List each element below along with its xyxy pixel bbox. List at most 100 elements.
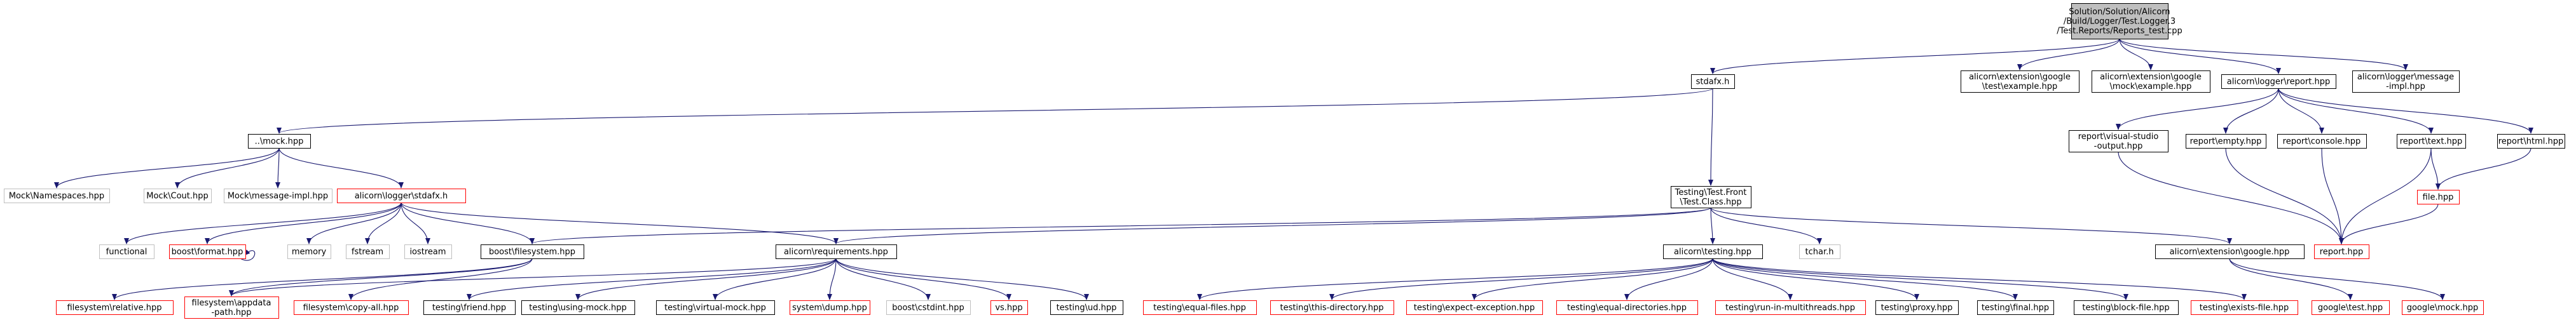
node-t-exists-file[interactable]: testing\exists-file.hpp: [2191, 300, 2298, 315]
node-t-using-mock[interactable]: testing\using-mock.hpp: [521, 300, 635, 315]
node-logger-report[interactable]: alicorn\logger\report.hpp: [2221, 74, 2336, 89]
node-label: testing\expect-exception.hpp: [1414, 303, 1535, 313]
node-label: google\mock.hpp: [2407, 303, 2479, 313]
edge-testing-to-t-block-file: [1712, 258, 2128, 300]
node-label: \test\example.hpp: [1982, 82, 2058, 91]
node-mock-message-impl[interactable]: Mock\message-impl.hpp: [224, 189, 332, 203]
node-box: [481, 244, 584, 259]
node-box: [56, 300, 174, 315]
node-google-test-example[interactable]: alicorn\extension\google\test\example.hp…: [1961, 70, 2079, 93]
node-t-final[interactable]: testing\final.hpp: [1977, 300, 2054, 315]
node-box: [2074, 300, 2179, 315]
node-memory[interactable]: memory: [287, 244, 331, 259]
node-ext-google[interactable]: alicorn\extension\google.hpp: [2155, 244, 2305, 259]
node-label: testing\equal-files.hpp: [1153, 303, 1246, 313]
node-report-text[interactable]: report\text.hpp: [2397, 134, 2466, 149]
node-label: file.hpp: [2423, 193, 2454, 203]
node-root[interactable]: Solution/Solution/Alicorn/Build/Logger/T…: [2057, 3, 2182, 39]
edge-mock-to-mock-message-impl: [275, 147, 281, 189]
node-label: testing\run-in-multithreads.hpp: [1725, 303, 1855, 313]
node-logger-stdafx[interactable]: alicorn\logger\stdafx.h: [337, 189, 466, 203]
edges-layer: [54, 38, 2533, 300]
node-report-hpp[interactable]: report.hpp: [2314, 244, 2369, 259]
node-box: [2417, 190, 2460, 204]
node-logger-message-impl[interactable]: alicorn\logger\message-impl.hpp: [2352, 70, 2460, 93]
node-label: /Build/Logger/Test.Logger.3: [2064, 17, 2175, 27]
node-iostream[interactable]: iostream: [404, 244, 452, 259]
edge-requirements-to-vs-hpp: [835, 258, 1011, 300]
node-boost-cstdint[interactable]: boost\cstdint.hpp: [886, 300, 971, 315]
node-label: -output.hpp: [2094, 142, 2143, 151]
node-tchar[interactable]: tchar.h: [1799, 244, 1840, 259]
node-mock-cout[interactable]: Mock\Cout.hpp: [144, 189, 212, 203]
edge-testing-front-to-tchar: [1710, 207, 1822, 244]
node-box: [1715, 300, 1866, 315]
node-t-equal-files[interactable]: testing\equal-files.hpp: [1143, 300, 1257, 315]
node-box: [2069, 130, 2168, 152]
node-label: alicorn\extension\google.hpp: [2170, 248, 2290, 257]
edge-root-to-logger-report: [2119, 38, 2281, 74]
node-google-mock-example[interactable]: alicorn\extension\google\mock\example.hp…: [2092, 70, 2210, 93]
node-box: [886, 300, 971, 315]
node-box: [1556, 300, 1698, 315]
node-box: [2277, 134, 2367, 149]
node-box: [2155, 244, 2305, 259]
node-sys-dump[interactable]: system\dump.hpp: [790, 300, 870, 315]
node-label: testing\exists-file.hpp: [2200, 303, 2289, 313]
node-fs-copy-all[interactable]: filesystem\copy-all.hpp: [294, 300, 409, 315]
node-file-hpp[interactable]: file.hpp: [2417, 190, 2460, 204]
node-testing[interactable]: alicorn\testing.hpp: [1663, 244, 1763, 259]
edge-mock-to-mock-namespaces: [54, 147, 280, 189]
node-stdafx[interactable]: stdafx.h: [1691, 74, 1735, 89]
node-t-multithreads[interactable]: testing\run-in-multithreads.hpp: [1715, 300, 1866, 315]
node-vs-hpp[interactable]: vs.hpp: [990, 300, 1028, 315]
edge-logger-stdafx-to-boost-format: [205, 202, 402, 244]
node-label: filesystem\relative.hpp: [67, 303, 161, 313]
edge-testing-to-t-final: [1712, 258, 2018, 300]
node-mock[interactable]: ..\mock.hpp: [248, 134, 311, 149]
node-t-ud[interactable]: testing\ud.hpp: [1050, 300, 1123, 315]
node-testing-front[interactable]: Testing\Test.Front\Test.Class.hpp: [1671, 186, 1751, 208]
node-label: testing\block-file.hpp: [2082, 303, 2169, 313]
node-box: [224, 189, 332, 203]
node-box: [2314, 244, 2369, 259]
node-report-html[interactable]: report\html.hpp: [2497, 134, 2565, 149]
edge-testing-to-t-equal-dirs: [1624, 258, 1713, 300]
node-t-proxy[interactable]: testing\proxy.hpp: [1875, 300, 1959, 315]
node-fs-relative[interactable]: filesystem\relative.hpp: [56, 300, 174, 315]
edge-stdafx-to-mock: [277, 88, 1713, 134]
node-t-expect-exc[interactable]: testing\expect-exception.hpp: [1406, 300, 1543, 315]
node-t-block-file[interactable]: testing\block-file.hpp: [2074, 300, 2179, 315]
node-t-equal-dirs[interactable]: testing\equal-directories.hpp: [1556, 300, 1698, 315]
edge-requirements-to-t-using-mock: [575, 258, 837, 300]
node-box: [2352, 70, 2460, 93]
node-t-friend[interactable]: testing\friend.hpp: [423, 300, 516, 315]
node-functional[interactable]: functional: [99, 244, 154, 259]
node-box: [184, 297, 279, 319]
node-fs-appdata[interactable]: filesystem\appdata-path.hpp: [184, 297, 279, 319]
node-requirements[interactable]: alicorn\requirements.hpp: [776, 244, 897, 259]
node-report-empty[interactable]: report\empty.hpp: [2186, 134, 2266, 149]
node-google-test[interactable]: google\test.hpp: [2312, 300, 2390, 315]
node-fstream[interactable]: fstream: [346, 244, 390, 259]
node-label: alicorn\logger\report.hpp: [2227, 77, 2330, 87]
node-box: [294, 300, 409, 315]
edge-ext-google-to-google-mock: [2229, 258, 2445, 300]
node-box: [1050, 300, 1123, 315]
node-label: boost\format.hpp: [172, 248, 243, 257]
node-t-this-dir[interactable]: testing\this-directory.hpp: [1270, 300, 1394, 315]
node-label: -impl.hpp: [2386, 82, 2425, 91]
node-mock-namespaces[interactable]: Mock\Namespaces.hpp: [4, 189, 110, 203]
node-google-mock[interactable]: google\mock.hpp: [2402, 300, 2484, 315]
node-boost-format[interactable]: boost\format.hpp: [169, 244, 246, 259]
edge-logger-report-to-report-html: [2278, 88, 2533, 134]
node-label: testing\virtual-mock.hpp: [664, 303, 766, 313]
node-t-virtual-mock[interactable]: testing\virtual-mock.hpp: [656, 300, 775, 315]
node-report-console[interactable]: report\console.hpp: [2277, 134, 2367, 149]
node-boost-filesystem[interactable]: boost\filesystem.hpp: [481, 244, 584, 259]
edge-requirements-to-sys-dump: [827, 258, 837, 300]
node-report-vs[interactable]: report\visual-studio-output.hpp: [2069, 130, 2168, 152]
edge-logger-stdafx-to-iostream: [401, 202, 430, 244]
edge-testing-to-t-equal-files: [1197, 258, 1713, 300]
edge-boost-format-to-boost-format: [240, 249, 256, 261]
